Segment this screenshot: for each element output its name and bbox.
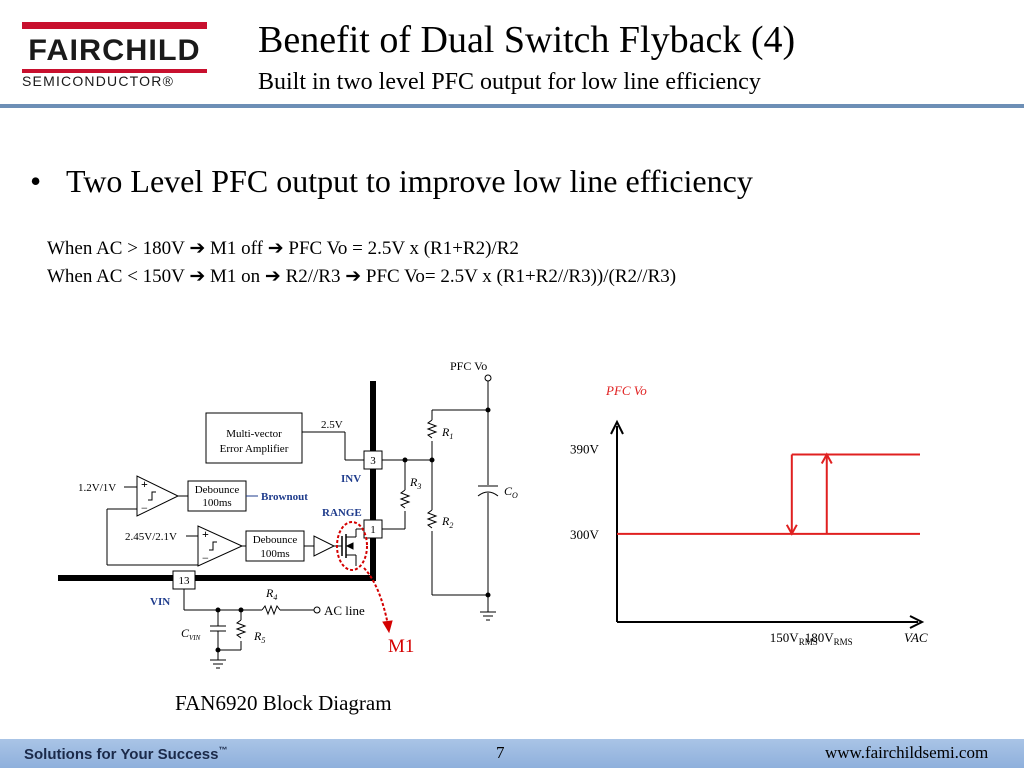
bullet-point: • Two Level PFC output to improve low lin… xyxy=(30,162,753,200)
error-amp-label-2: Error Amplifier xyxy=(220,443,289,455)
r3-label: R3 xyxy=(409,475,421,491)
r4-label: R4 xyxy=(265,586,277,602)
cvin-label: CVIN xyxy=(181,626,201,642)
bullet-text: Two Level PFC output to improve low line… xyxy=(66,163,753,199)
bullet-symbol: • xyxy=(30,163,42,199)
comparator-minus: − xyxy=(141,501,148,515)
chart-y-tick-label: 390V xyxy=(570,441,600,456)
chart-title: PFC Vo xyxy=(605,383,647,398)
footer-bar xyxy=(0,739,1024,768)
range-comparator xyxy=(197,525,244,567)
fan6920-block-diagram: PFC Vo 2.5V Multi-vector Error Amplifier… xyxy=(58,359,518,669)
range-threshold-label: 2.45V/2.1V xyxy=(125,531,177,543)
m1-label: M1 xyxy=(388,636,414,657)
chart-x-tick-label: 150VRMS xyxy=(770,630,818,647)
slide-subtitle: Built in two level PFC output for low li… xyxy=(258,69,761,95)
pin-3-label: 3 xyxy=(370,455,376,467)
footer-url[interactable]: www.fairchildsemi.com xyxy=(825,743,989,762)
logo-bar-top xyxy=(22,22,207,29)
chart-x-axis-arrow xyxy=(909,615,925,629)
m1-pointer-arrow xyxy=(382,620,393,634)
r4-resistor xyxy=(261,604,281,616)
pin-13-label: 13 xyxy=(179,575,191,587)
condition-switch-state: M1 on xyxy=(209,266,261,287)
co-label: CO xyxy=(504,484,518,500)
comparator-minus: − xyxy=(202,551,209,565)
page-number: 7 xyxy=(496,743,505,762)
condition-result: PFC Vo = 2.5V x (R1+R2)/R2 xyxy=(288,238,519,259)
ac-line-terminal xyxy=(313,606,321,614)
diagram-caption: FAN6920 Block Diagram xyxy=(175,691,392,715)
logo-bar-bottom xyxy=(22,69,207,73)
chart-transition-arrow-1 xyxy=(785,524,798,536)
condition-result: PFC Vo= 2.5V x (R1+R2//R3))/(R2//R3) xyxy=(365,266,677,287)
chart-y-tick-label: 300V xyxy=(570,527,600,542)
r1-resistor xyxy=(426,419,438,439)
debounce-label-2: Debounce xyxy=(253,534,298,546)
arrow-icon: ➔ xyxy=(264,266,281,287)
ac-line-label: AC line xyxy=(324,603,365,618)
r5-resistor xyxy=(235,619,247,639)
debounce-block-2 xyxy=(245,530,305,562)
error-amplifier-block xyxy=(205,412,303,464)
condition-prefix: When AC > 180V xyxy=(47,238,185,259)
condition-switch-state: M1 off xyxy=(209,238,263,259)
debounce-time-1: 100ms xyxy=(202,497,231,509)
slide-title: Benefit of Dual Switch Flyback (4) xyxy=(258,19,796,61)
range-pin-label: RANGE xyxy=(322,507,362,519)
chart-y-axis-arrow xyxy=(610,419,624,435)
ground-symbol xyxy=(210,659,226,669)
r3-resistor xyxy=(399,489,411,509)
pfc-vo-label: PFC Vo xyxy=(450,359,487,373)
driver-buffer xyxy=(313,535,336,557)
logo-wordmark: FAIRCHILD xyxy=(28,34,201,67)
inv-pin-label: INV xyxy=(341,473,361,485)
arrow-icon: ➔ xyxy=(267,238,284,259)
comparator-plus: + xyxy=(141,477,148,491)
r2-label: R2 xyxy=(441,514,453,530)
ground-symbol xyxy=(480,611,496,621)
brownout-label: Brownout xyxy=(261,491,308,503)
logo-subtext: SEMICONDUCTOR® xyxy=(22,73,175,89)
pin-1-label: 1 xyxy=(370,524,376,536)
r1-label: R1 xyxy=(441,425,453,441)
header-divider xyxy=(0,104,1024,108)
debounce-label-1: Debounce xyxy=(195,484,240,496)
pfc-vo-terminal xyxy=(484,374,492,382)
debounce-time-2: 100ms xyxy=(260,548,289,560)
condition-line-low: When AC < 150V ➔ M1 on ➔ R2//R3 ➔ PFC Vo… xyxy=(47,266,676,288)
footer-slogan: Solutions for Your Success™ xyxy=(24,745,228,763)
r2-resistor xyxy=(426,509,438,529)
m1-highlight xyxy=(336,521,368,571)
vin-pin-label: VIN xyxy=(150,596,170,608)
arrow-icon: ➔ xyxy=(345,266,362,287)
fairchild-logo: FAIRCHILD SEMICONDUCTOR® xyxy=(22,22,218,88)
arrow-icon: ➔ xyxy=(189,266,206,287)
arrow-icon: ➔ xyxy=(189,238,206,259)
r5-label: R5 xyxy=(253,629,265,645)
chart-x-axis-label: VAC xyxy=(904,630,928,645)
brownout-threshold-label: 1.2V/1V xyxy=(78,482,116,494)
debounce-block-1 xyxy=(187,480,247,512)
chart-x-tick-label: 180VRMS xyxy=(805,630,853,647)
condition-parallel: R2//R3 xyxy=(285,266,341,287)
condition-line-high: When AC > 180V ➔ M1 off ➔ PFC Vo = 2.5V … xyxy=(47,238,519,260)
condition-prefix: When AC < 150V xyxy=(47,266,185,287)
brownout-comparator xyxy=(136,475,180,517)
ref-2v5-label: 2.5V xyxy=(321,419,343,431)
error-amp-label-1: Multi-vector xyxy=(226,428,282,440)
chart-transition-arrow-2 xyxy=(820,452,833,464)
comparator-plus: + xyxy=(202,527,209,541)
